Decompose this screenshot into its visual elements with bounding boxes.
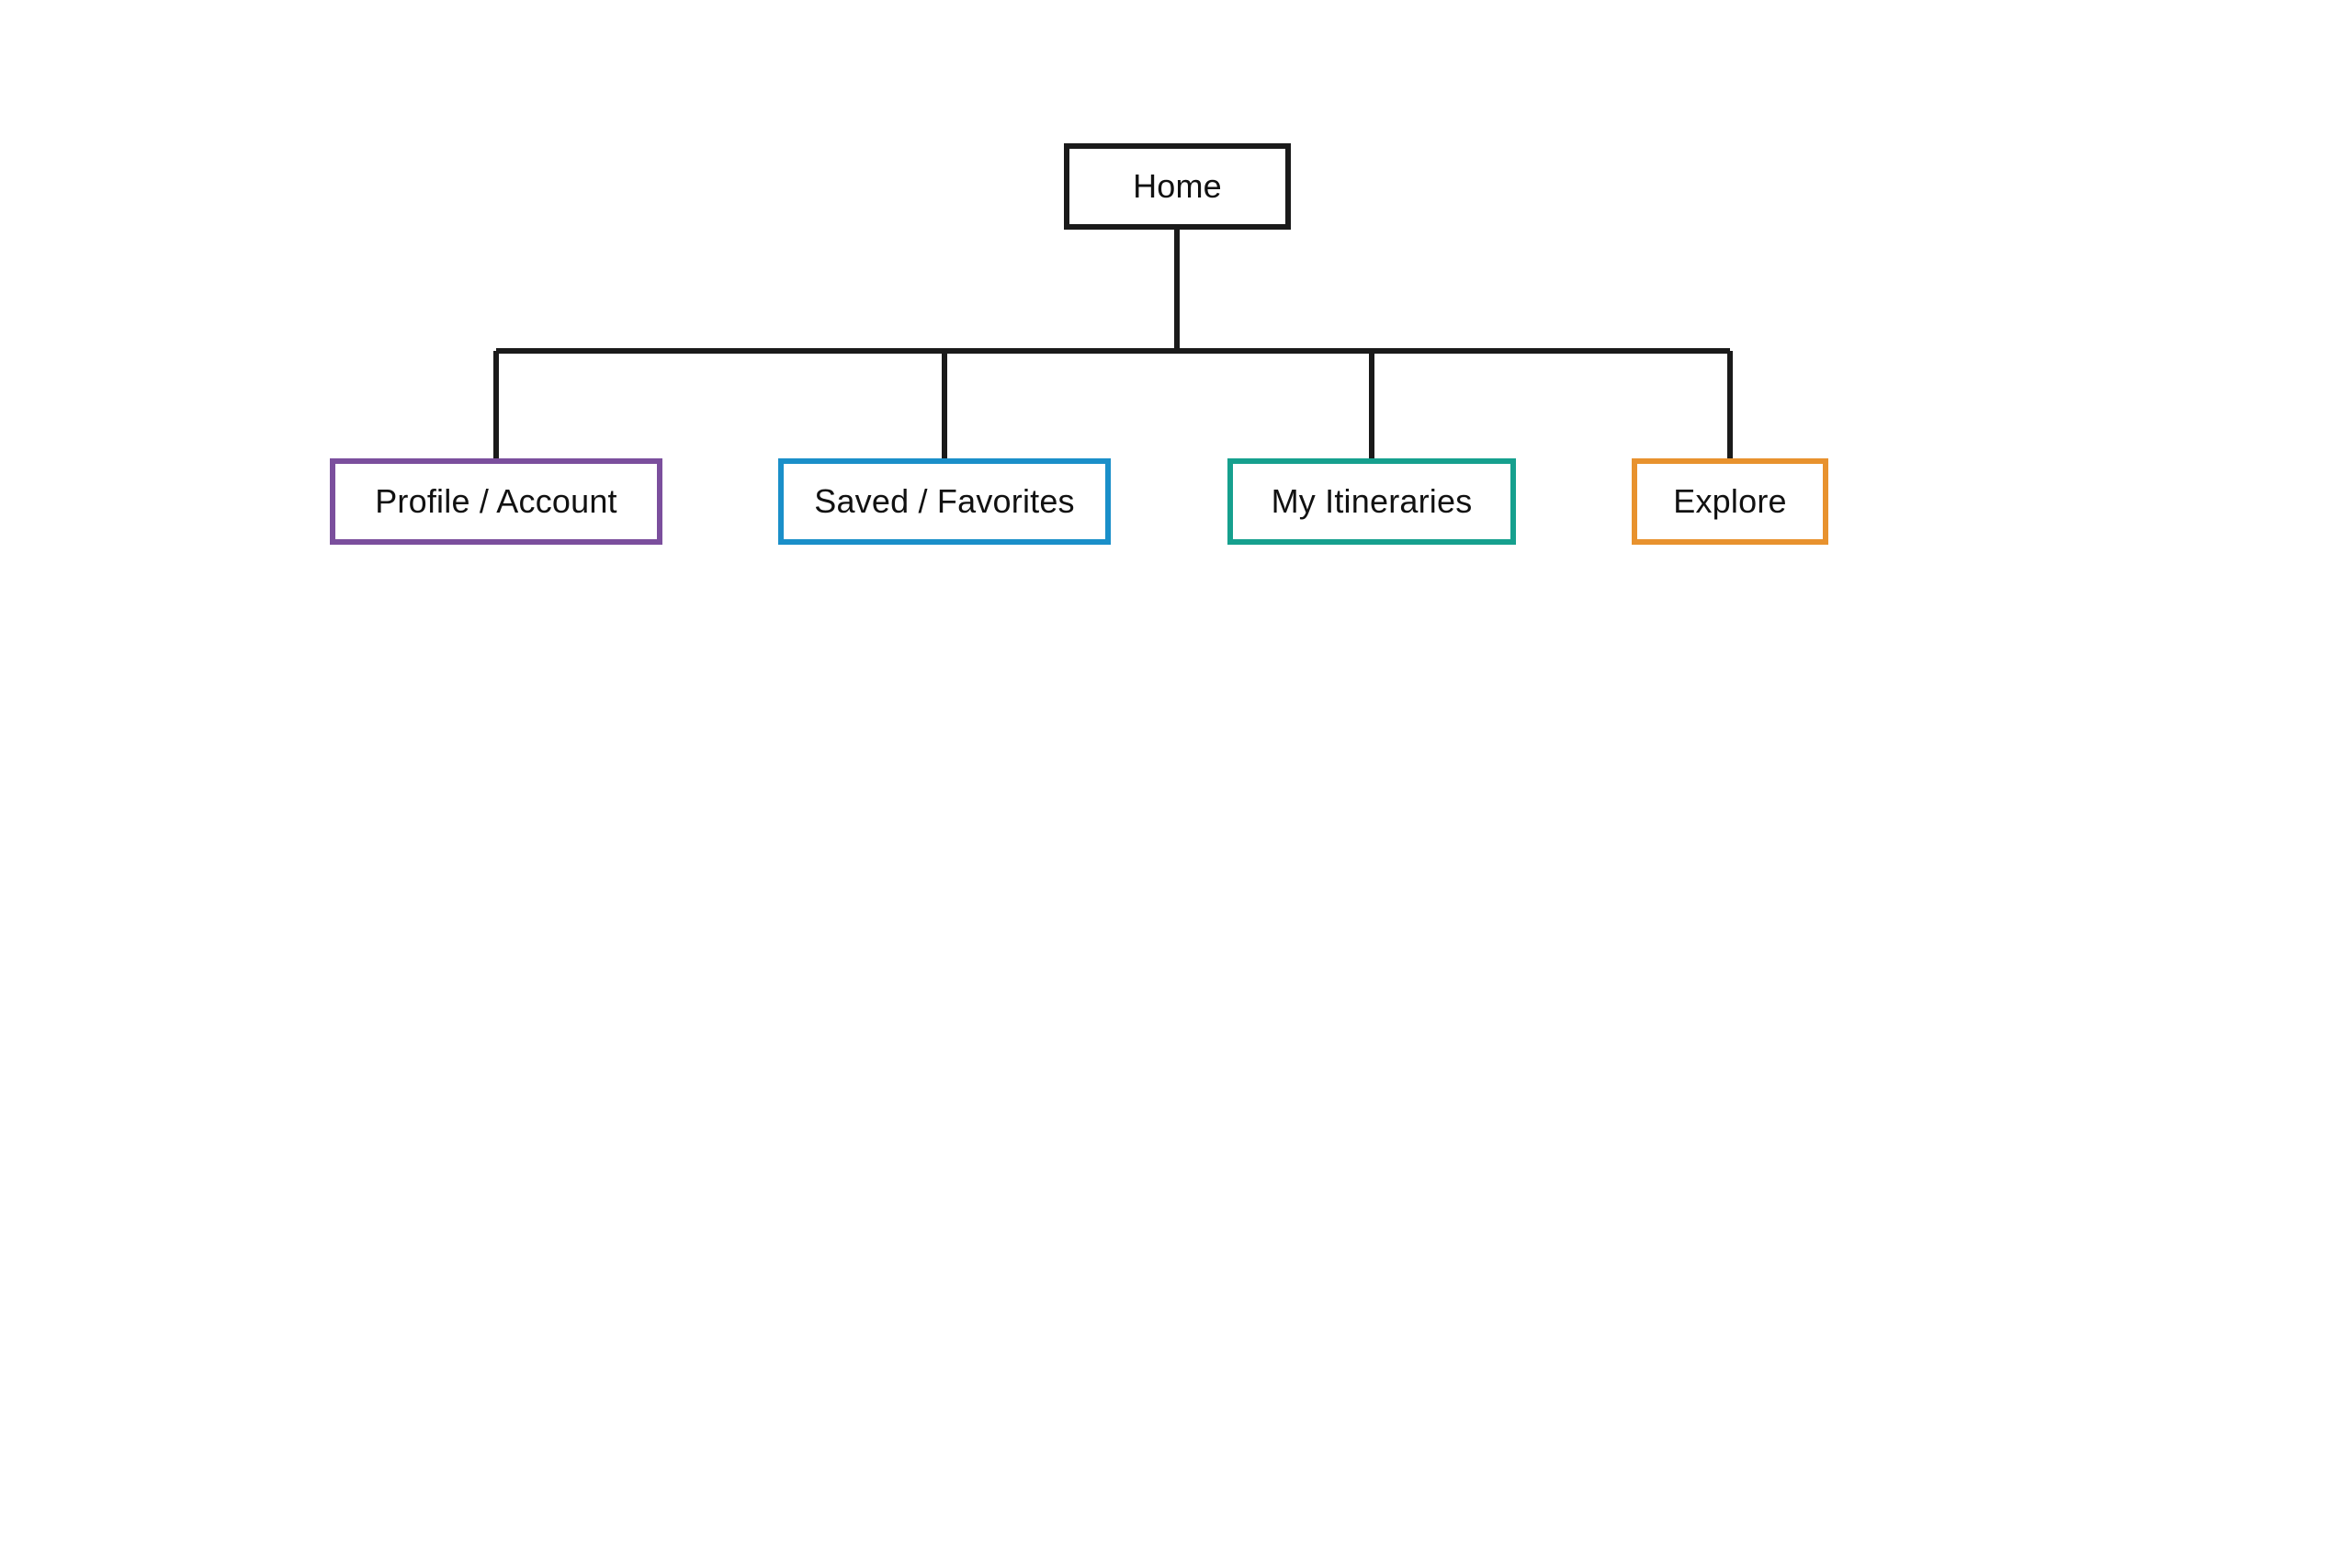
node-home[interactable]: Home bbox=[1064, 143, 1291, 230]
node-home-label: Home bbox=[1133, 167, 1222, 205]
node-explore-label: Explore bbox=[1673, 482, 1787, 520]
node-profile-account-label: Profile / Account bbox=[375, 482, 617, 520]
node-saved-favorites[interactable]: Saved / Favorites bbox=[778, 458, 1111, 545]
node-profile-account[interactable]: Profile / Account bbox=[330, 458, 662, 545]
node-explore[interactable]: Explore bbox=[1632, 458, 1828, 545]
node-saved-favorites-label: Saved / Favorites bbox=[814, 482, 1075, 520]
node-my-itineraries[interactable]: My Itineraries bbox=[1227, 458, 1516, 545]
node-my-itineraries-label: My Itineraries bbox=[1271, 482, 1473, 520]
